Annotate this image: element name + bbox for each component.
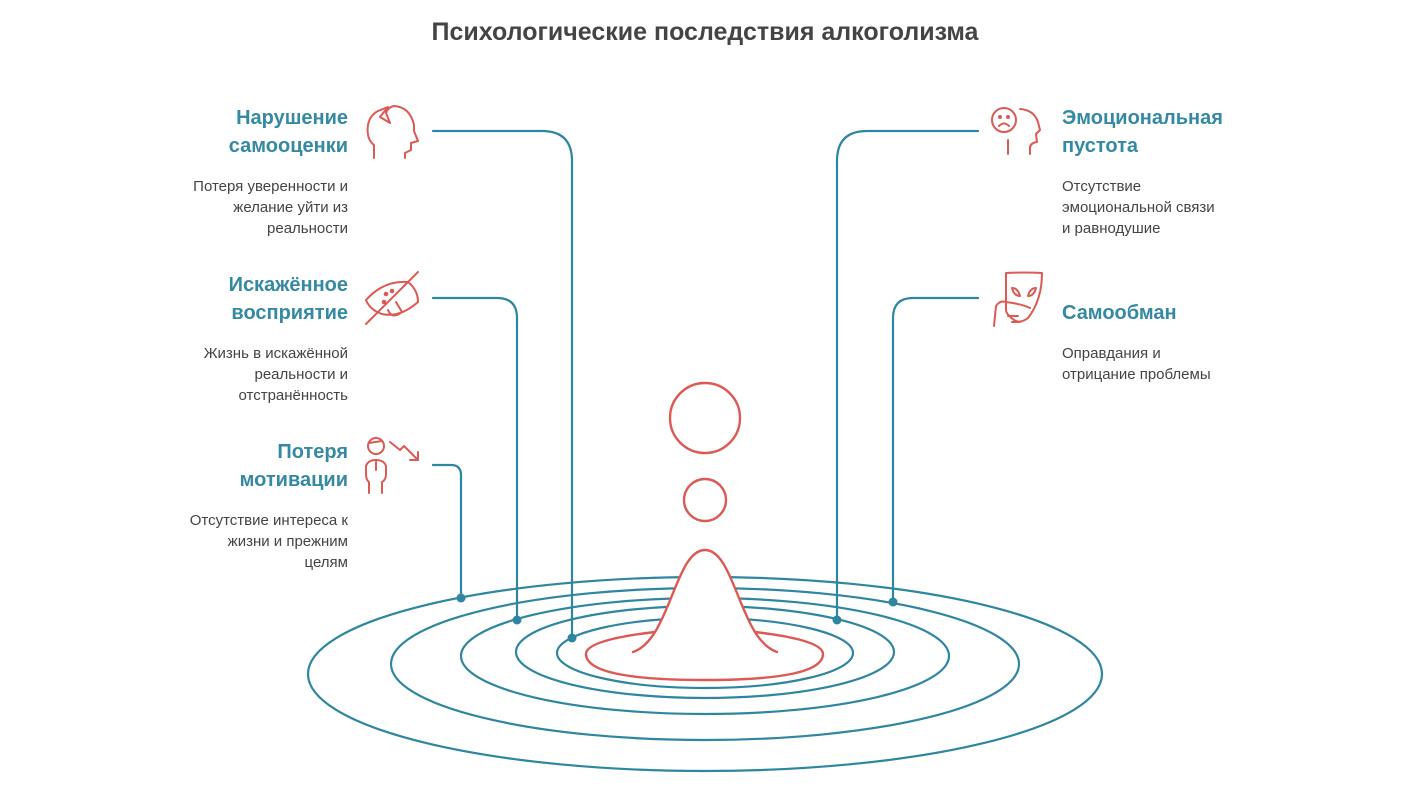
description: Оправдания и отрицание проблемы — [1062, 343, 1322, 385]
connector-dot — [512, 615, 522, 625]
connector-dot — [888, 597, 898, 607]
description-line: целям — [304, 554, 348, 571]
connector-line-5 — [891, 296, 980, 604]
description-line: Потеря уверенности и — [193, 178, 348, 195]
heading: самооценки — [228, 135, 348, 157]
connector-dot — [567, 633, 577, 643]
description: Отсутствие эмоциональной связи и равноду… — [1062, 176, 1322, 239]
description-line: отстранённость — [238, 387, 349, 404]
description-line: реальности и — [254, 366, 348, 383]
description-line: Жизнь в искажённой — [203, 345, 348, 362]
effect-emotional-emptiness: Эмоциональная пустота Отсутствие эмоцион… — [1062, 104, 1322, 239]
page-title: Психологические последствия алкоголизма — [431, 18, 979, 46]
sad-face-head-icon — [991, 107, 1041, 155]
person-down-arrow-icon — [365, 437, 419, 494]
effect-self-deception: Самообман Оправдания и отрицание проблем… — [1062, 299, 1322, 385]
splash-peak — [631, 548, 779, 654]
description-line: отрицание проблемы — [1062, 366, 1211, 383]
broken-head-icon — [366, 105, 419, 159]
effect-motivation-loss: Потеря мотивации Отсутствие интереса к ж… — [88, 438, 348, 573]
crossed-eye-icon — [365, 280, 419, 317]
heading: Нарушение — [236, 107, 348, 129]
effect-distorted-perception: Искажённое восприятие Жизнь в искажённой… — [88, 271, 348, 406]
description: Жизнь в искажённой реальности и отстранё… — [88, 343, 348, 406]
description-line: жизни и прежним — [227, 533, 348, 550]
description-line: Отсутствие интереса к — [189, 512, 348, 529]
connector-line-2 — [431, 296, 519, 622]
effect-self-esteem: Нарушение самооценки Потеря уверенности … — [88, 104, 348, 239]
heading: Искажённое — [228, 274, 348, 296]
heading: Потеря — [277, 441, 348, 463]
description-line: реальности — [267, 220, 348, 237]
mask-hand-icon — [993, 271, 1043, 327]
connector-dot — [456, 593, 466, 603]
heading: восприятие — [231, 302, 348, 324]
droplet-large — [668, 381, 742, 455]
description-line: эмоциональной связи — [1062, 199, 1215, 216]
description: Потеря уверенности и желание уйти из реа… — [88, 176, 348, 239]
connector-line-3 — [431, 463, 463, 600]
heading: мотивации — [239, 469, 348, 491]
droplet-small — [682, 477, 728, 523]
description-line: желание уйти из — [233, 199, 348, 216]
connector-dot — [832, 615, 842, 625]
description-line: Отсутствие — [1062, 178, 1142, 195]
description-line: и равнодушие — [1062, 220, 1161, 237]
heading: пустота — [1062, 135, 1138, 157]
connector-line-1 — [431, 129, 574, 640]
description: Отсутствие интереса к жизни и прежним це… — [88, 510, 348, 573]
description-line: Оправдания и — [1062, 345, 1161, 362]
heading: Самообман — [1062, 302, 1177, 324]
connector-line-4 — [835, 129, 980, 622]
heading: Эмоциональная — [1062, 107, 1223, 129]
